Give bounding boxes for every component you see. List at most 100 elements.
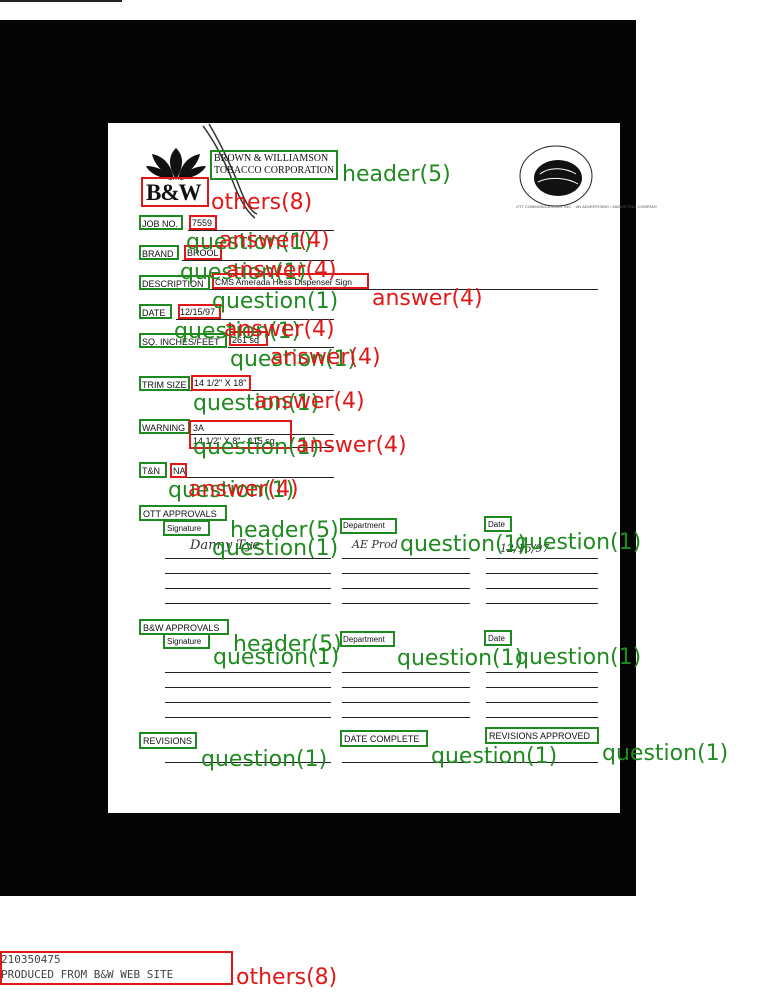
ott-approvals-title: OTT APPROVALS: [143, 509, 217, 519]
ott-col-date: Date: [488, 520, 505, 529]
bw-leaf-logo-icon: [146, 148, 206, 180]
annot-label-question-trim-size: question(1): [193, 391, 320, 416]
annot-label-header-ott-approvals: header(5): [230, 518, 339, 543]
annot-box-question-revisions: [139, 732, 197, 749]
annot-label-question-ott-signature: question(1): [212, 536, 339, 561]
description-line: [210, 289, 598, 290]
ott-line-dept-2: [342, 573, 470, 574]
scan-dark-border-left: [0, 20, 110, 896]
bw-line-dept-2: [342, 687, 470, 688]
company-name-line2: TOBACCO CORPORATION: [214, 165, 335, 176]
paper-clip-icon: [202, 123, 258, 219]
annot-box-answer-job-no: [189, 215, 217, 230]
annot-box-answer-warning: [189, 420, 292, 449]
bw-line-sig-3: [165, 702, 331, 703]
annot-label-question-bw-signature: question(1): [213, 645, 340, 670]
annot-label-question-bw-date: question(1): [515, 645, 642, 670]
annot-label-question-brand: question(1): [180, 260, 307, 285]
ott-line-date-3: [486, 588, 598, 589]
date-complete-line: [342, 762, 470, 763]
bw-line-sig-2: [165, 687, 331, 688]
annot-box-answer-description: [212, 273, 369, 289]
brand-label: BRAND: [142, 249, 174, 259]
warning-label: WARNING: [142, 423, 186, 433]
annot-label-question-bw-department: question(1): [397, 646, 524, 671]
ott-seal-caption: OTT COMMUNICATIONS, INC. · AN ADVERTISIN…: [516, 204, 658, 209]
ott-date-handwritten: 12/15/97: [500, 542, 550, 555]
trim-size-label: TRIM SIZE: [142, 380, 187, 390]
company-name-line1: BROWN & WILLIAMSON: [214, 153, 329, 164]
annot-box-question-bw-department: [340, 631, 395, 647]
revisions-approved-label: REVISIONS APPROVED: [489, 731, 591, 741]
description-label: DESCRIPTION: [142, 279, 204, 289]
date-complete-label: DATE COMPLETE: [344, 734, 420, 744]
ott-communications-seal-icon: [519, 145, 593, 207]
annot-box-question-revisions-approved: [485, 727, 599, 744]
annot-label-answer-sq-inches: answer(4): [270, 345, 381, 370]
annot-label-answer-job-no: answer(4): [219, 228, 330, 253]
bw-line-date-2: [486, 687, 598, 688]
ott-line-sig-2: [165, 573, 331, 574]
job-no-label: JOB NO.: [142, 219, 179, 229]
bw-approvals-title: B&W APPROVALS: [143, 623, 220, 633]
sq-inches-label: SQ. INCHES/FEET: [142, 337, 220, 347]
date-value: 12/15/97: [180, 307, 216, 317]
annot-label-header-bw-approvals: header(5): [233, 632, 342, 657]
annot-box-question-date-complete: [340, 730, 428, 747]
annot-label-question-warning: question(1): [193, 435, 320, 460]
annot-label-question-sq-inches: question(1): [230, 347, 357, 372]
tn-value: NA: [173, 466, 186, 476]
annot-label-header-company: header(5): [342, 162, 451, 187]
ott-department-handwritten: AE Prod: [352, 538, 398, 551]
bw-line-date-4: [486, 717, 598, 718]
scan-dark-border-right: [618, 20, 636, 890]
annot-box-question-job-no: [139, 215, 183, 230]
annot-box-question-trim-size: [139, 376, 190, 391]
annot-label-question-tn: question(1): [168, 478, 295, 503]
annot-box-answer-sq-inches: [229, 331, 268, 346]
bw-line-dept-3: [342, 702, 470, 703]
sq-inches-value: 261 sq: [232, 335, 260, 345]
bw-col-date: Date: [488, 634, 505, 643]
annot-box-question-date: [139, 304, 172, 319]
warning-line-1: [190, 434, 334, 435]
ott-line-date-4: [486, 603, 598, 604]
brand-line: [182, 260, 334, 261]
tn-label: T&N: [142, 466, 160, 476]
annot-label-question-revisions-approved: question(1): [602, 741, 729, 766]
annot-label-answer-tn: answer(4): [188, 477, 299, 502]
bw-line-date-3: [486, 702, 598, 703]
annot-box-others-logo: [141, 177, 209, 207]
bw-line-dept-4: [342, 717, 470, 718]
annot-label-answer-date: answer(4): [224, 317, 335, 342]
annot-label-answer-trim-size: answer(4): [254, 389, 365, 414]
annot-box-header-company: [210, 150, 338, 180]
annot-label-others-logo: others(8): [211, 190, 313, 215]
ott-col-signature: Signature: [167, 524, 202, 533]
form-paper: [108, 123, 620, 813]
revisions-line: [165, 762, 331, 763]
ott-line-dept-4: [342, 603, 470, 604]
annot-box-question-bw-date: [484, 630, 512, 646]
bw-col-department: Department: [343, 635, 385, 644]
description-value: CMS Amerada Hess Dispenser Sign: [215, 277, 353, 287]
annot-label-question-ott-date: question(1): [515, 530, 642, 555]
ott-line-sig-1: [165, 558, 331, 559]
annot-box-header-ott-approvals: [139, 505, 227, 521]
bw-line-sig-4: [165, 717, 331, 718]
annot-label-question-job-no: question(1): [186, 230, 313, 255]
date-line: [176, 319, 334, 320]
annot-box-question-tn: [139, 462, 167, 478]
bw-line-date-1: [486, 672, 598, 673]
ott-line-sig-4: [165, 603, 331, 604]
warning-value-1: 3A: [193, 423, 205, 433]
trim-size-line: [190, 390, 334, 391]
annot-label-question-description: question(1): [212, 289, 339, 314]
job-no-line: [188, 230, 334, 231]
annot-box-answer-trim-size: [191, 375, 251, 391]
annot-box-question-warning: [139, 419, 190, 434]
annot-box-question-sq-inches: [139, 333, 227, 348]
bw-logo-text: B&W: [146, 180, 201, 205]
annot-box-answer-brand: [184, 245, 222, 260]
annot-box-question-description: [139, 275, 210, 290]
